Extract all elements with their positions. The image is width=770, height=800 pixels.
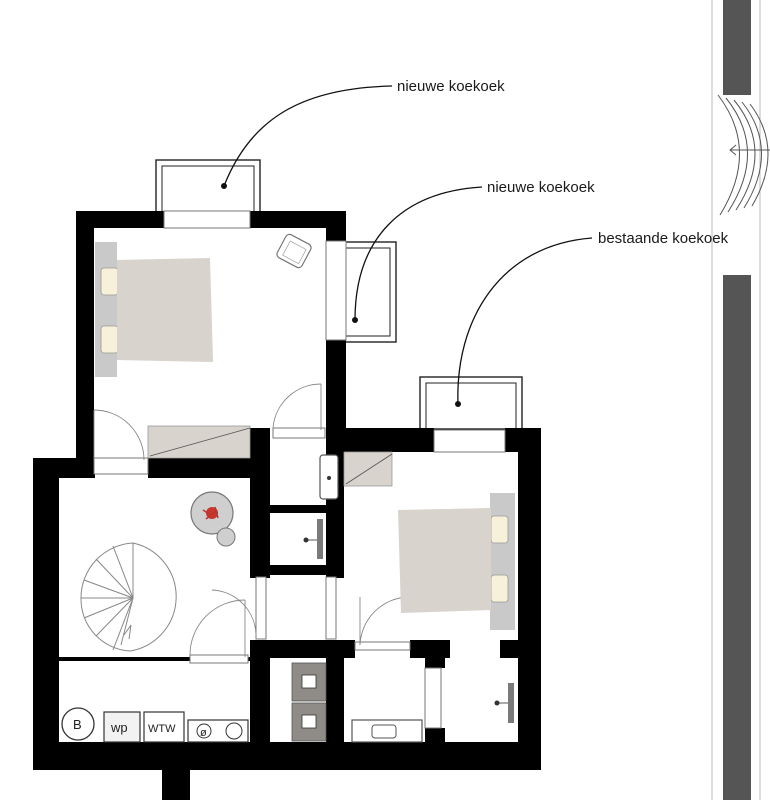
boiler: B	[61, 707, 95, 741]
wardrobe-right	[343, 451, 393, 487]
roof-edge	[711, 0, 770, 800]
wardrobe-left	[147, 425, 251, 459]
dryer-rack: ø	[187, 719, 249, 743]
ventilation-unit: WTW	[143, 711, 185, 743]
boiler-label: B	[73, 717, 82, 732]
bed-left	[95, 242, 213, 377]
washing-machine-label: wp	[110, 720, 128, 735]
doors	[93, 210, 506, 729]
label-nieuwe-koekoek-2: nieuwe koekoek	[487, 179, 595, 196]
bed-right	[398, 493, 515, 630]
washbasin-upper	[319, 454, 339, 500]
label-nieuwe-koekoek-1: nieuwe koekoek	[397, 78, 505, 95]
skylight-right	[419, 376, 523, 430]
washbasin-lower	[351, 719, 423, 743]
washing-machine: wp	[103, 711, 141, 743]
skylight-top-left	[155, 159, 261, 213]
toilet-lower	[494, 683, 514, 723]
utility-units	[291, 662, 327, 742]
dryer-mark: ø	[200, 727, 207, 739]
round-table	[190, 491, 236, 547]
spiral-staircase	[80, 542, 177, 652]
leader-lines	[223, 85, 593, 405]
label-bestaande-koekoek: bestaande koekoek	[598, 230, 729, 247]
armchair	[276, 233, 312, 269]
ventilation-unit-label: WTW	[148, 723, 176, 735]
toilet-upper	[303, 519, 323, 559]
